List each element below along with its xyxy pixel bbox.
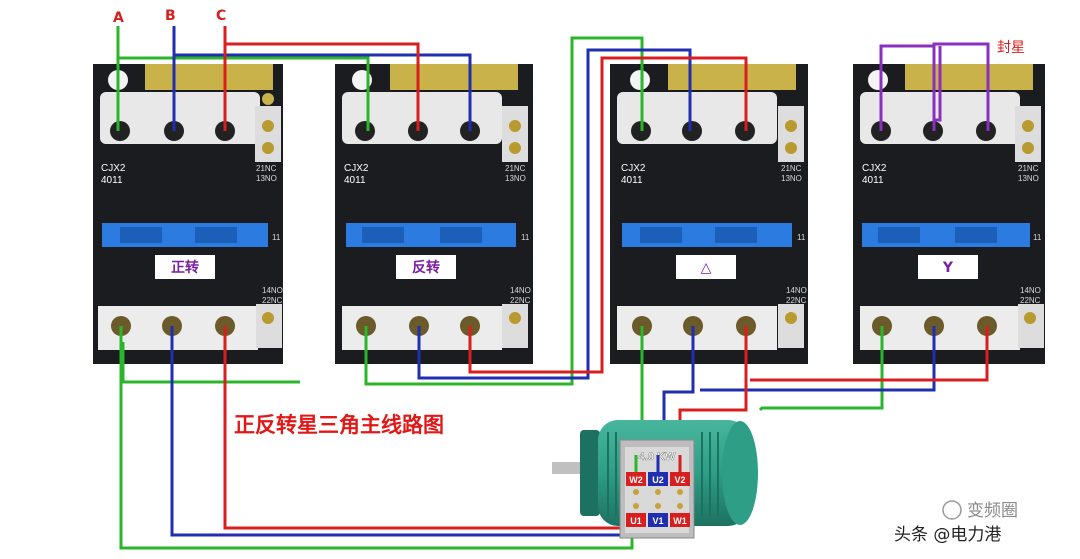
motor-terminal-v2: V2 — [674, 475, 685, 485]
forward-badge: 正转 — [171, 259, 199, 276]
phase-a-label: A — [113, 10, 124, 26]
contactor-forward-aux-mid: 11 — [272, 233, 281, 242]
red-wires — [223, 26, 989, 530]
contactor-forward-aux-bot-2: 22NC — [262, 296, 283, 305]
contactor-delta-aux-bot-2: 22NC — [786, 296, 807, 305]
motor-leads — [634, 455, 682, 472]
watermark-1: 变频圈 — [967, 501, 1018, 521]
phase-b-label: B — [165, 8, 176, 24]
contactor-reverse-rating: 4011 — [344, 175, 366, 186]
motor-terminal-w1: W1 — [673, 516, 687, 526]
contactor-star-aux-top-2: 13NO — [1018, 174, 1039, 183]
contactor-reverse-aux-mid: 11 — [521, 233, 530, 242]
star-seal-wiring — [879, 42, 990, 131]
contactor-star-rating: 4011 — [862, 175, 884, 186]
contactor-forward-model: CJX2 — [101, 163, 126, 174]
contactor-star-aux-top-1: 21NC — [1018, 164, 1039, 173]
contactor-star-model: CJX2 — [862, 163, 887, 174]
star-badge: Y — [942, 260, 954, 276]
motor-terminal-u2: U2 — [652, 475, 664, 485]
contactor-star-aux-mid: 11 — [1033, 233, 1042, 242]
contactor-delta-model: CJX2 — [621, 163, 646, 174]
contactor-reverse-model: CJX2 — [344, 163, 369, 174]
contactor-reverse-aux-bot-2: 22NC — [510, 296, 531, 305]
phase-c-label: C — [216, 8, 226, 24]
motor: 4.0 KW W2 U2 V2 U1 V1 W1 — [552, 420, 758, 539]
contactor-forward-rating: 4011 — [101, 175, 123, 186]
contactor-forward-aux-top-2: 13NO — [256, 174, 277, 183]
blue-wires — [170, 26, 936, 537]
contactor-delta: CJX2 4011 21NC 13NO 11 △ 14NO 22NC — [610, 64, 808, 364]
contactor-delta-aux-top-2: 13NO — [781, 174, 802, 183]
contactor-forward-aux-bot-1: 14NO — [262, 286, 283, 295]
contactor-delta-aux-bot-1: 14NO — [786, 286, 807, 295]
contactor-forward-aux-top-1: 21NC — [256, 164, 277, 173]
contactor-reverse: CJX2 4011 21NC 13NO 11 反转 14NO 22NC — [335, 64, 533, 364]
delta-badge: △ — [701, 260, 712, 276]
contactor-delta-rating: 4011 — [621, 175, 643, 186]
star-seal-label: 封星 — [997, 40, 1025, 56]
motor-terminal-w2: W2 — [629, 475, 643, 485]
contactor-reverse-aux-top-2: 13NO — [505, 174, 526, 183]
contactor-reverse-aux-top-1: 21NC — [505, 164, 526, 173]
reverse-badge: 反转 — [412, 259, 440, 276]
watermark: 变频圈 头条 @电力港 — [894, 500, 1018, 545]
diagram-title: 正反转星三角主线路图 — [234, 413, 444, 437]
watermark-2: 头条 @电力港 — [894, 525, 1001, 545]
contactor-star-aux-bot-2: 22NC — [1020, 296, 1041, 305]
motor-terminal-u1: U1 — [630, 516, 642, 526]
contactor-delta-aux-top-1: 21NC — [781, 164, 802, 173]
motor-terminal-v1: V1 — [652, 516, 663, 526]
contactor-delta-aux-mid: 11 — [797, 233, 806, 242]
contactor-forward: CJX2 4011 21NC 13NO 11 正转 14NO 22NC — [93, 64, 283, 364]
contactor-star: CJX2 4011 21NC 13NO 11 Y 14NO 22NC — [853, 64, 1045, 364]
contactor-reverse-aux-bot-1: 14NO — [510, 286, 531, 295]
contactor-star-aux-bot-1: 14NO — [1020, 286, 1041, 295]
